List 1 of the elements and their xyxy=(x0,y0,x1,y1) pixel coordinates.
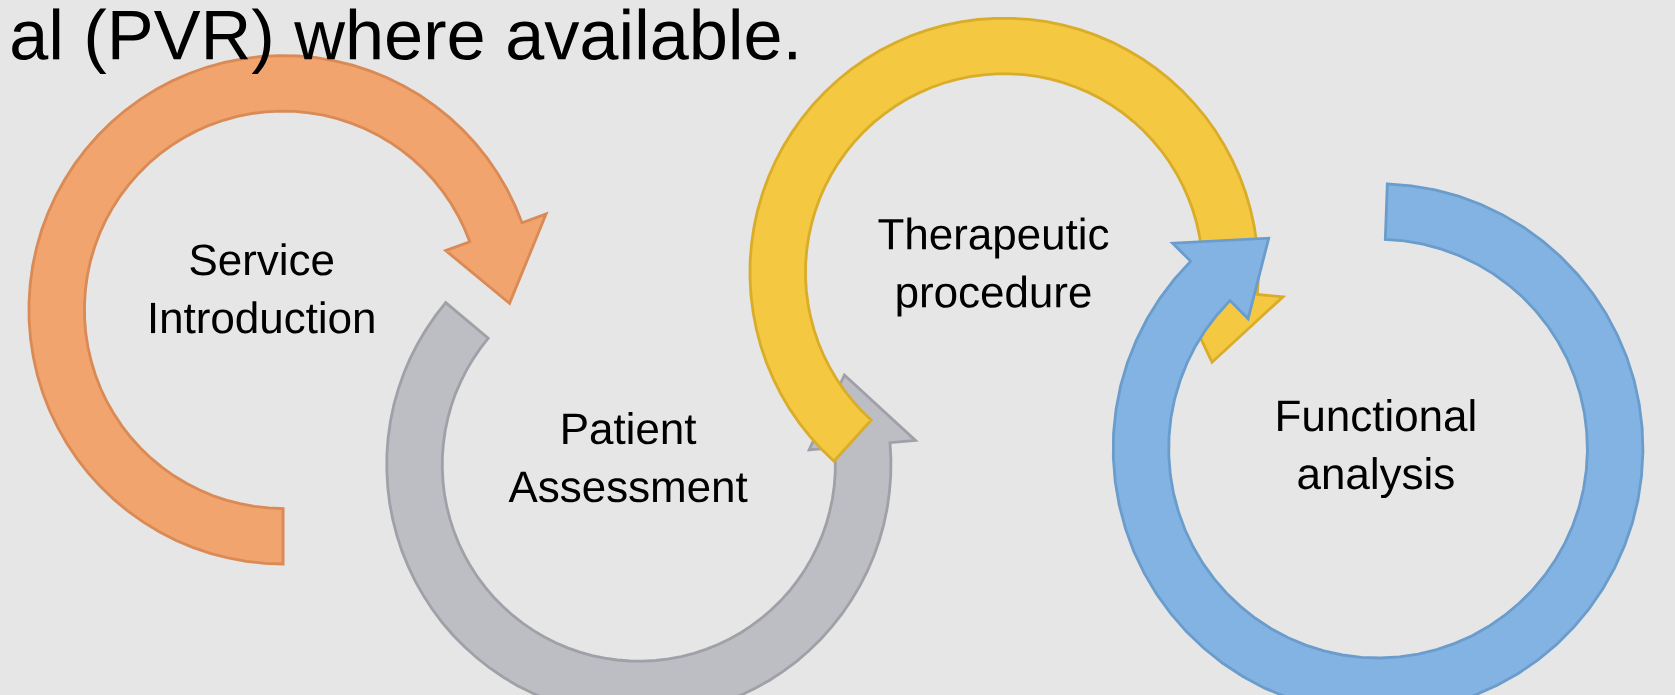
circular-arrow-step: Functional analysis xyxy=(1111,182,1645,695)
